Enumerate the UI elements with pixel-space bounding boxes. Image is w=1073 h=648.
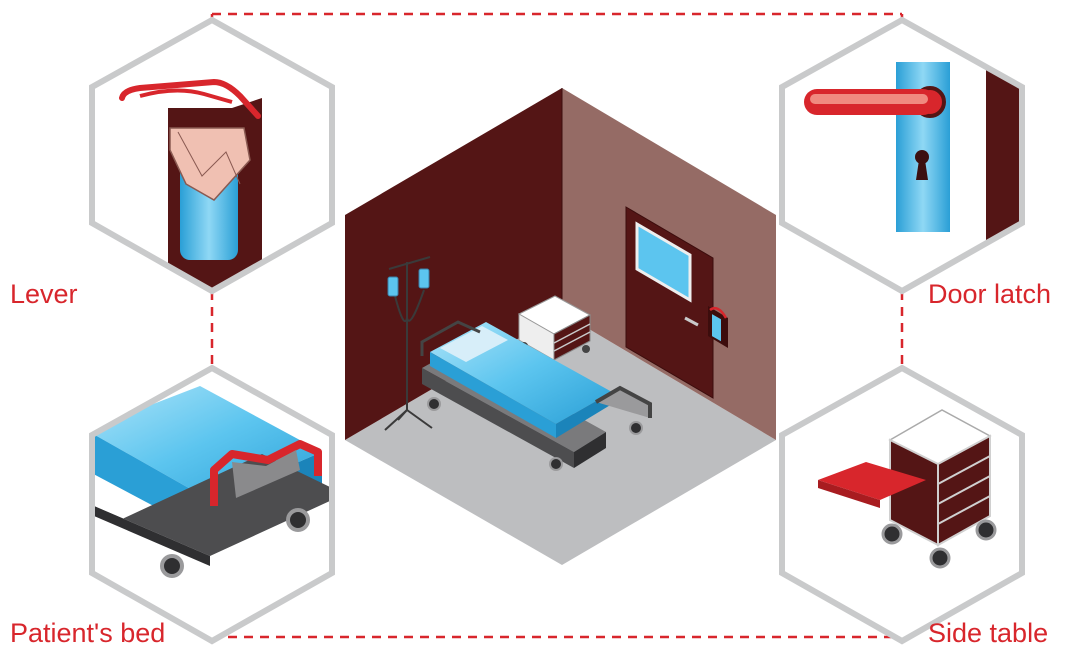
label-lever: Lever: [10, 281, 78, 308]
hexagon-door-latch: [782, 20, 1026, 300]
hexagon-side-table: [782, 368, 1022, 641]
hospital-room: [345, 88, 776, 565]
hexagon-patients-bed: [80, 368, 332, 641]
hexagon-lever: [92, 20, 332, 300]
label-side-table: Side table: [928, 620, 1048, 647]
label-patients-bed: Patient's bed: [10, 620, 165, 647]
label-door-latch: Door latch: [928, 281, 1051, 308]
